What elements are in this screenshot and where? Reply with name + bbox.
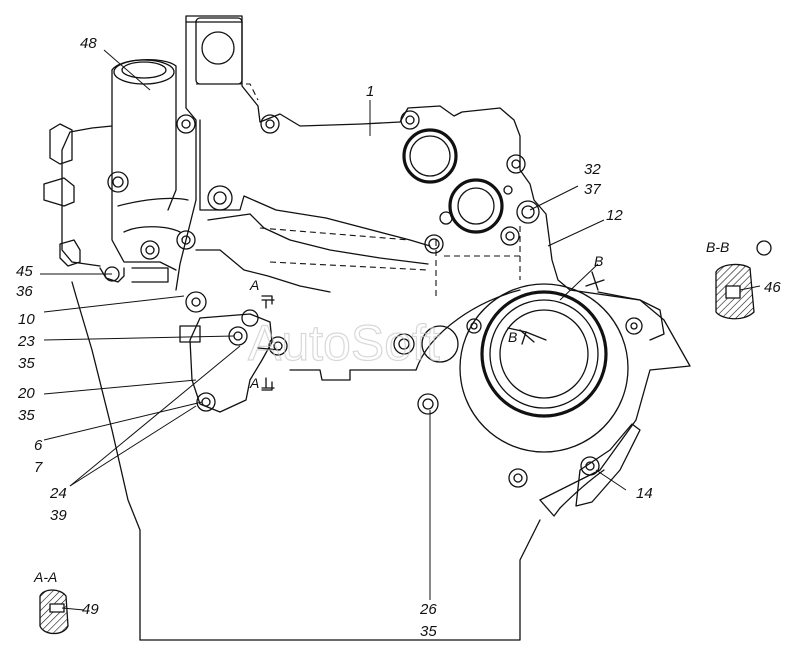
section-a-a bbox=[39, 589, 69, 635]
callout-26: 26 bbox=[419, 601, 437, 618]
callout-46: 46 bbox=[764, 279, 781, 296]
section-title-b-b: В-В bbox=[706, 239, 729, 255]
callout-32: 32 bbox=[584, 161, 601, 178]
callout-10: 10 bbox=[18, 311, 35, 328]
callout-49: 49 bbox=[82, 601, 99, 618]
housing-outline bbox=[71, 15, 691, 641]
cut-letter-a-bottom: А bbox=[249, 375, 259, 391]
callout-20: 20 bbox=[17, 385, 35, 402]
callout-36: 36 bbox=[16, 283, 33, 300]
callout-35-c: 35 bbox=[420, 623, 437, 640]
callout-37: 37 bbox=[584, 181, 601, 198]
leader-lines bbox=[40, 49, 761, 611]
callout-45: 45 bbox=[16, 263, 33, 280]
cut-letter-b-top: В bbox=[594, 253, 603, 269]
upper-ports bbox=[195, 17, 540, 300]
callout-39: 39 bbox=[50, 507, 67, 524]
section-title-a-a: А-А bbox=[33, 569, 57, 585]
callout-6: 6 bbox=[34, 437, 43, 454]
cut-letter-b-bottom: В bbox=[508, 329, 517, 345]
seal-housing bbox=[393, 283, 665, 517]
section-markers bbox=[261, 271, 605, 391]
section-b-b bbox=[715, 240, 772, 320]
callout-35-a: 35 bbox=[18, 355, 35, 372]
thermostat-housing bbox=[43, 58, 196, 283]
callout-35-b: 35 bbox=[18, 407, 35, 424]
callout-1: 1 bbox=[366, 83, 374, 100]
callout-7: 7 bbox=[34, 459, 43, 476]
watermark-text: AutoSoft bbox=[248, 315, 440, 371]
callout-14: 14 bbox=[636, 485, 653, 502]
mount-bracket bbox=[179, 291, 288, 413]
callout-48: 48 bbox=[80, 35, 97, 52]
section-letters: А-А В-В А А В В bbox=[33, 239, 729, 585]
callout-24: 24 bbox=[49, 485, 67, 502]
callout-12: 12 bbox=[606, 207, 623, 224]
cut-letter-a-top: А bbox=[249, 277, 259, 293]
callout-labels: 48 1 32 37 12 45 36 10 23 35 20 35 6 7 2… bbox=[16, 35, 781, 640]
callout-23: 23 bbox=[17, 333, 35, 350]
